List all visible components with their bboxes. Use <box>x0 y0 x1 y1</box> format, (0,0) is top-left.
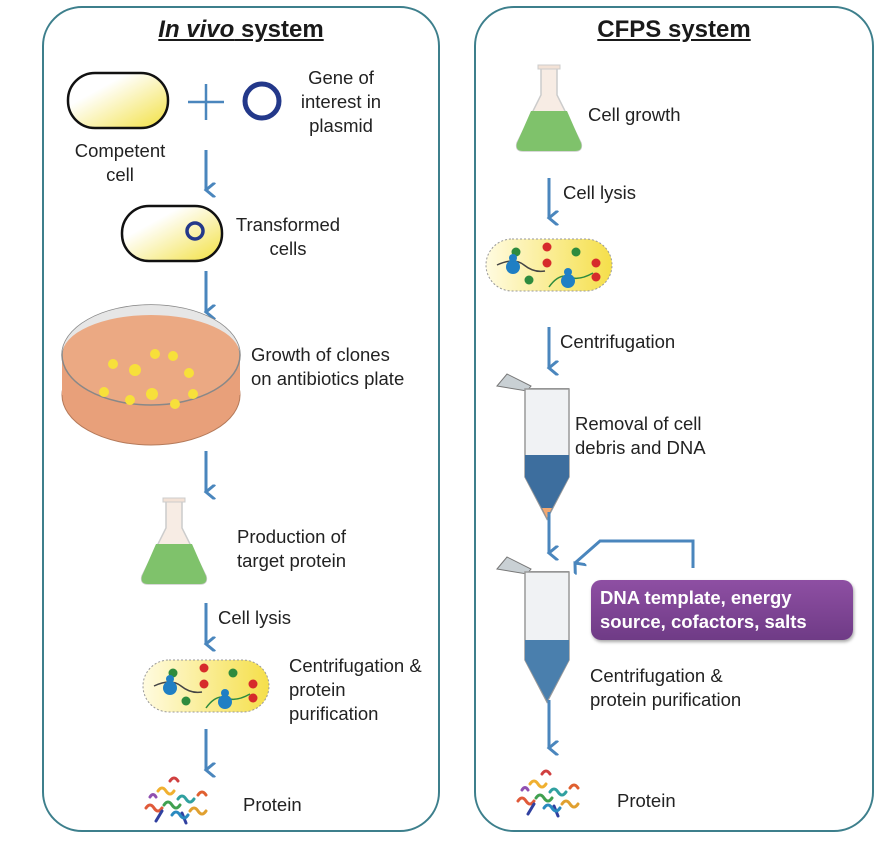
protein-label: Protein <box>243 794 302 815</box>
centrifugation-label: Centrifugation <box>560 331 676 352</box>
protein-label: Protein <box>617 790 676 811</box>
cell-lysis-label: Cell lysis <box>563 182 636 203</box>
production-label: Production of target protein <box>237 526 347 571</box>
plus-icon <box>188 84 224 120</box>
cell-lysis-label: Cell lysis <box>218 607 291 628</box>
transformed-cells-label: Transformed cells <box>235 214 341 259</box>
petri-dish-icon <box>61 304 241 446</box>
removal-label: Removal of cell debris and DNA <box>575 413 706 458</box>
cell-growth-label: Cell growth <box>588 104 681 125</box>
flask-icon <box>515 64 583 152</box>
purification-label: Centrifugation & protein purification <box>590 665 742 710</box>
cfps-title: CFPS system <box>597 16 751 43</box>
plasmid-label: Gene of interest in plasmid <box>300 67 382 136</box>
competent-cell-label: Competent cell <box>74 140 166 185</box>
competent-cell-icon <box>66 71 170 130</box>
centrifuge-tube-icon <box>496 373 570 520</box>
purification-label: Centrifugation & protein purification <box>289 655 422 724</box>
additives-box: DNA template, energy source, cofactors, … <box>591 580 853 640</box>
feedback-arrow-icon <box>575 539 695 568</box>
cell-lysate-icon <box>142 659 270 713</box>
cell-lysate-icon <box>485 238 613 292</box>
transformed-cell-icon <box>120 204 224 263</box>
protein-structure-icon <box>516 769 580 818</box>
reaction-tube-icon <box>496 556 570 703</box>
growth-label: Growth of clones on antibiotics plate <box>251 344 405 389</box>
in-vivo-title: In vivo system <box>158 16 324 43</box>
flask-icon <box>140 497 208 585</box>
plasmid-icon <box>242 81 282 121</box>
protein-structure-icon <box>144 776 208 825</box>
